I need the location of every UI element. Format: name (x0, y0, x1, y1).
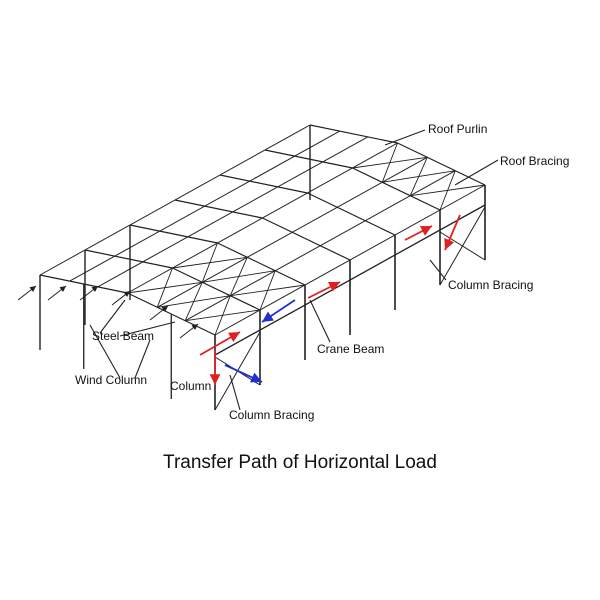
roof-bracing (259, 270, 276, 311)
roof-purlin (69, 130, 340, 282)
roof-bracing (229, 257, 248, 296)
wind-arrow (179, 323, 199, 339)
rafter (264, 149, 353, 169)
load-path-arrow (199, 331, 241, 356)
wind-arrow (47, 285, 67, 301)
load-path-arrow (224, 364, 263, 383)
rafter (84, 249, 173, 269)
diagram-title: Transfer Path of Horizontal Load (163, 452, 437, 473)
load-path-arrow (444, 214, 461, 251)
rafter (172, 267, 261, 311)
roof-purlin (157, 156, 428, 308)
roof-purlin (97, 136, 368, 288)
roof-bracing (439, 170, 456, 211)
roof-purlin (127, 142, 398, 294)
leader-wind-column (134, 339, 151, 379)
roof-purlin (39, 124, 311, 276)
roof-bracing (214, 295, 231, 336)
leader-steel-beam (119, 321, 176, 337)
leader-wind-column (89, 324, 121, 379)
leader-crane-beam (309, 299, 331, 343)
label-column-bracing-bottom: Column Bracing (229, 408, 315, 422)
rafter (219, 174, 308, 194)
leader-roof-purlin (384, 129, 426, 146)
roof-bracing (184, 282, 203, 321)
label-wind-column: Wind Column (75, 373, 148, 387)
rafter (307, 192, 396, 236)
wind-arrow (149, 305, 169, 321)
load-path-arrow (307, 281, 341, 299)
label-column-bracing-right: Column Bracing (448, 278, 534, 292)
label-crane-beam: Crane Beam (317, 342, 385, 356)
label-roof-purlin: Roof Purlin (428, 122, 488, 136)
leader-roof-bracing (454, 159, 499, 186)
wind-arrow (111, 290, 131, 306)
rafter (129, 224, 218, 244)
load-path-arrow (404, 225, 433, 241)
label-steel-beam: Steel Beam (92, 329, 155, 343)
column-bracing (439, 206, 486, 286)
rafter (217, 242, 306, 286)
wind-arrow (79, 285, 99, 301)
rafter (174, 199, 263, 219)
roof-bracing (201, 242, 218, 283)
rafter (352, 167, 441, 211)
rafter (397, 142, 486, 186)
crane-beam (214, 204, 486, 356)
leader-column-bracing (429, 259, 447, 281)
rafter (309, 124, 398, 144)
load-path-arrow (261, 299, 296, 323)
roof-purlin (185, 170, 456, 322)
roof-bracing (409, 157, 428, 196)
roof-bracing (156, 267, 173, 308)
label-roof-bracing: Roof Bracing (500, 154, 570, 168)
leader-steel-beam (99, 299, 126, 334)
rafter (262, 217, 351, 261)
leader-column-bracing-bottom (229, 374, 241, 411)
label-column: Column (170, 379, 212, 393)
wind-arrow (17, 285, 37, 301)
roof-bracing (381, 142, 398, 183)
